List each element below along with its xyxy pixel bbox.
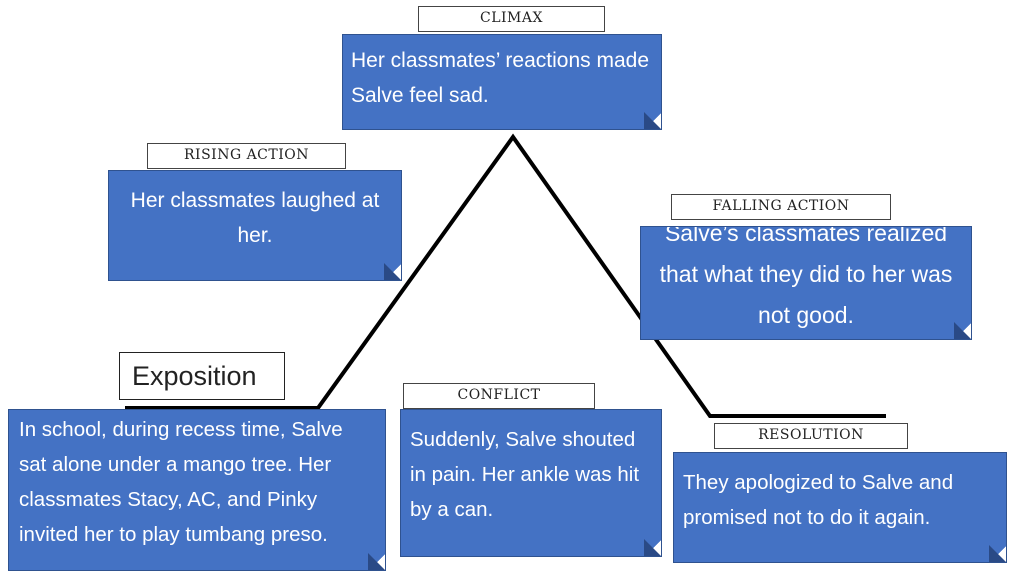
page-curl-icon (989, 545, 1006, 562)
story-arc-line (125, 133, 886, 418)
rising-action-note: Her classmates laughed at her. (108, 170, 402, 281)
resolution-note: They apologized to Salve and promised no… (673, 452, 1007, 563)
page-curl-icon (644, 539, 661, 556)
conflict-note: Suddenly, Salve shouted in pain. Her ank… (400, 409, 662, 557)
climax-note: Her classmates’ reactions made Salve fee… (342, 34, 662, 130)
falling-action-label: FALLING ACTION (671, 194, 891, 220)
exposition-note: In school, during recess time, Salve sat… (8, 409, 386, 571)
conflict-label: CONFLICT (403, 383, 595, 409)
exposition-text: In school, during recess time, Salve sat… (19, 418, 343, 546)
page-curl-icon (954, 322, 971, 339)
rising-action-text: Her classmates laughed at her. (130, 189, 380, 247)
falling-action-note: Salve’s classmates realized that what th… (640, 226, 972, 340)
exposition-label: Exposition (119, 352, 285, 400)
page-curl-icon (368, 553, 385, 570)
page-curl-icon (384, 263, 401, 280)
resolution-label: RESOLUTION (714, 423, 908, 449)
climax-text: Her classmates’ reactions made Salve fee… (351, 49, 649, 107)
rising-action-label: RISING ACTION (147, 143, 346, 169)
conflict-text: Suddenly, Salve shouted in pain. Her ank… (410, 428, 640, 521)
climax-label: CLIMAX (418, 6, 605, 32)
page-curl-icon (644, 112, 661, 129)
resolution-text: They apologized to Salve and promised no… (683, 471, 954, 529)
falling-action-text: Salve’s classmates realized that what th… (659, 226, 953, 328)
